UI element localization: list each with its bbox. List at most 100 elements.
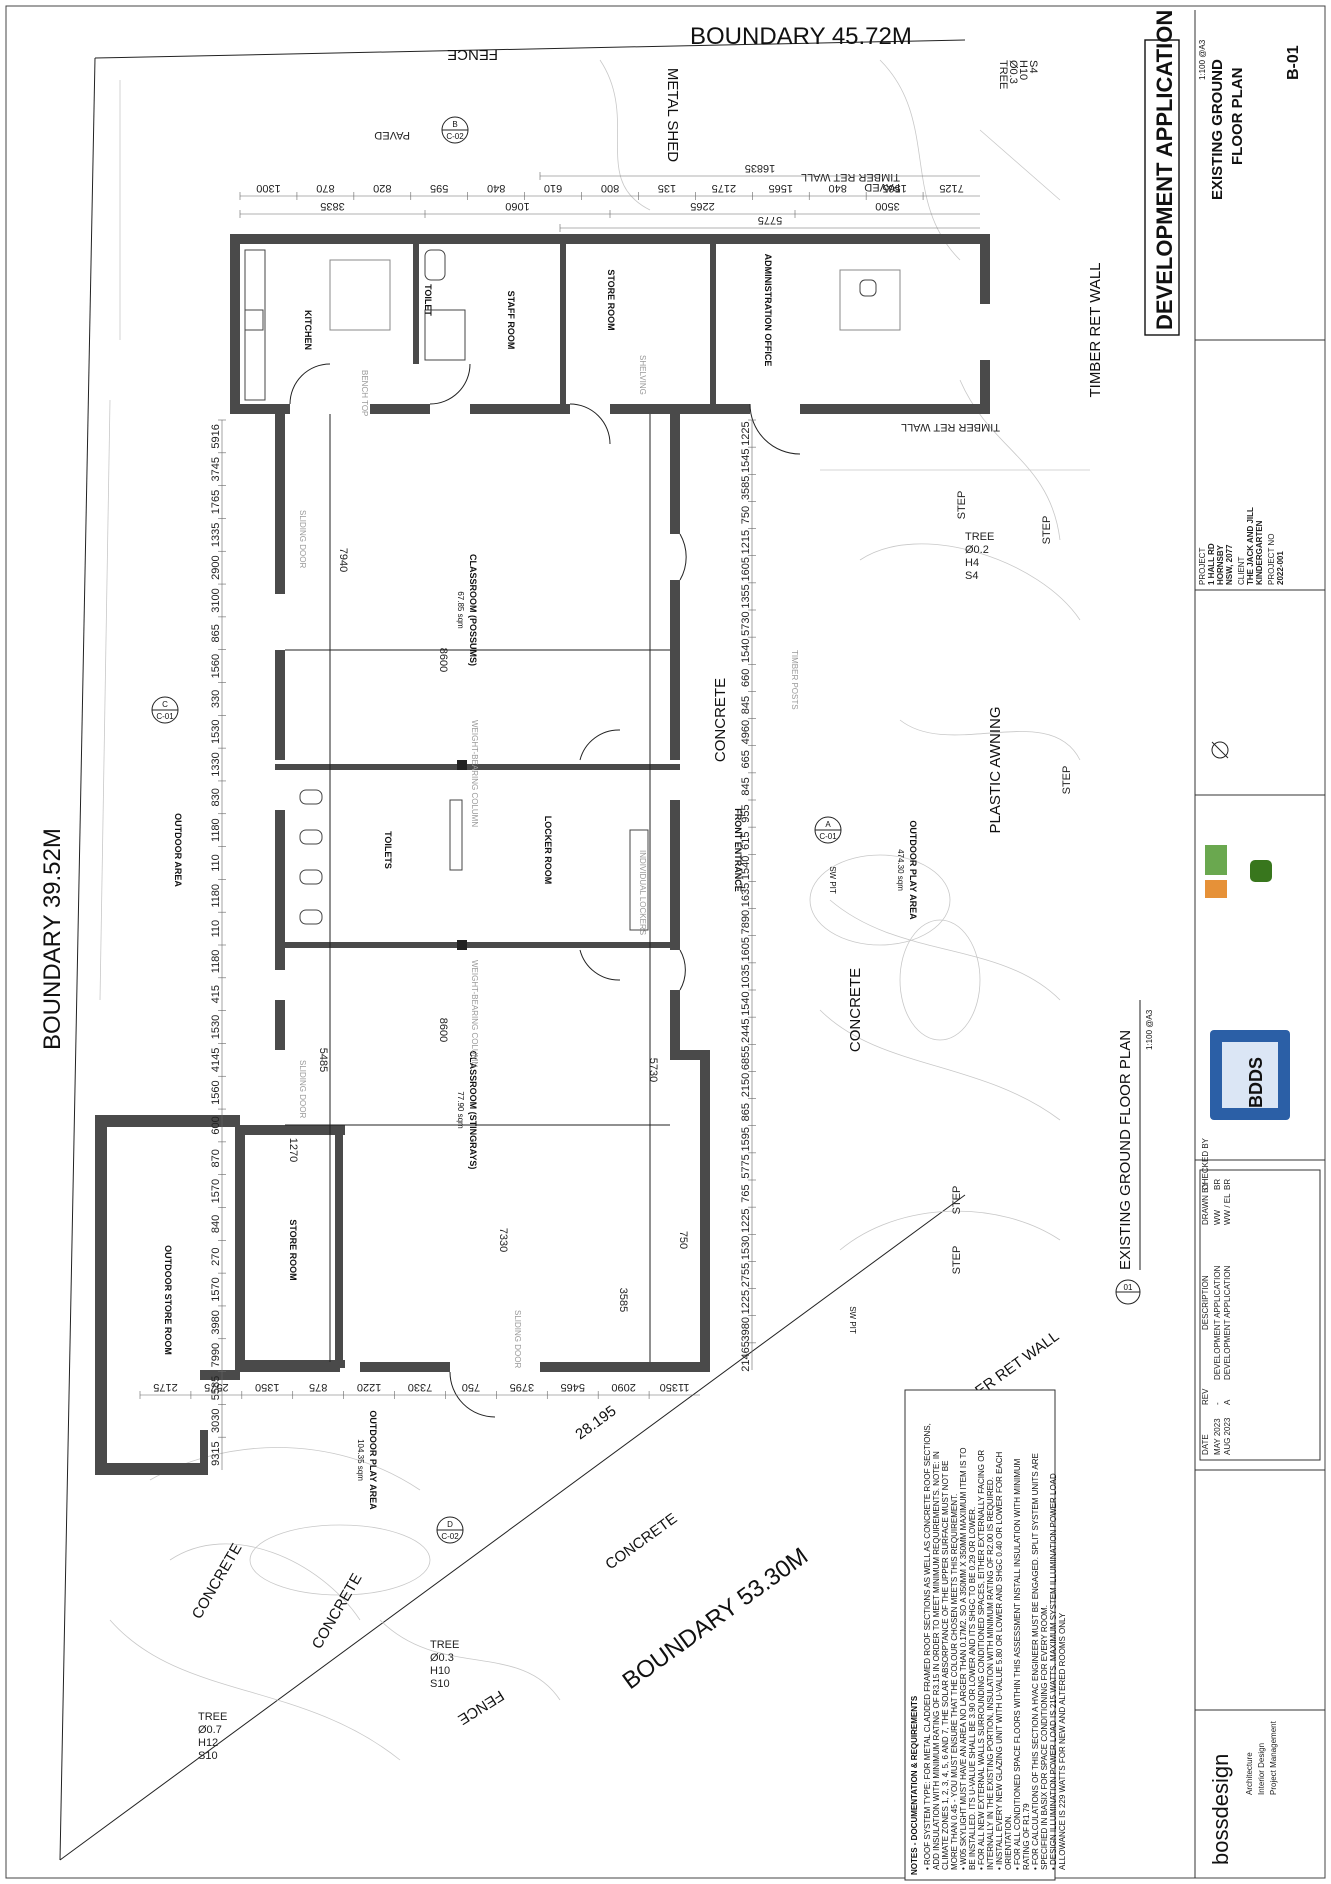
- svg-text:BR: BR: [1213, 1179, 1222, 1190]
- svg-text:CONCRETE: CONCRETE: [309, 1571, 366, 1652]
- svg-text:S10: S10: [430, 1678, 450, 1690]
- dim-label: 1330: [210, 752, 222, 776]
- dim-label: 4960: [740, 720, 752, 744]
- svg-text:FENCE: FENCE: [455, 1687, 507, 1728]
- dim-label: 875: [309, 1381, 327, 1393]
- dim-label: 4145: [210, 1048, 222, 1072]
- interior-dim-label: 8600: [437, 1018, 449, 1042]
- dim-label: 1565: [769, 182, 793, 194]
- svg-text:PROJECT NO: PROJECT NO: [1267, 534, 1276, 585]
- interior-dim-label: 8600: [437, 648, 449, 672]
- room-outdoor-play-large-area: 474.30 sqm: [896, 849, 905, 891]
- svg-text:STEP: STEP: [956, 491, 968, 520]
- dim-label: 2175: [712, 182, 736, 194]
- dim-label: 3500: [875, 200, 899, 212]
- svg-text:SLIDING DOOR: SLIDING DOOR: [513, 1310, 522, 1368]
- dim-label: 870: [210, 1149, 222, 1167]
- door-swings: [289, 363, 801, 1418]
- room-staff: STAFF ROOM: [506, 291, 516, 350]
- dim-label: 1570: [210, 1277, 222, 1301]
- room-front-entrance: FRONT ENTRANCE: [733, 808, 743, 892]
- dim-label: 2175: [153, 1381, 177, 1393]
- dim-label: 1300: [256, 182, 280, 194]
- svg-text:DRAWN BY: DRAWN BY: [1201, 1182, 1210, 1225]
- dim-label: 1635: [740, 883, 752, 907]
- dim-label: 1540: [740, 638, 752, 662]
- dim-label: 865: [740, 1103, 752, 1121]
- dim-label: 1765: [210, 490, 222, 514]
- svg-text:-: -: [1213, 1402, 1222, 1405]
- svg-text:DESCRIPTION: DESCRIPTION: [1201, 1275, 1210, 1330]
- note-line: SPECIFIED IN BASIX FOR SPACE CONDITIONIN…: [1040, 1605, 1049, 1870]
- dim-label: 830: [210, 788, 222, 806]
- svg-text:STEP: STEP: [951, 1186, 963, 1215]
- interior-dim-label: 7940: [337, 548, 349, 572]
- sheet-scale: 1:100 @A3: [1198, 39, 1207, 80]
- svg-text:H12: H12: [198, 1737, 218, 1749]
- svg-text:FENCE: FENCE: [447, 46, 498, 63]
- svg-text:S4: S4: [965, 570, 978, 582]
- dim-label: 16835: [745, 162, 776, 174]
- dim-label: 5916: [210, 424, 222, 448]
- svg-text:SLIDING DOOR: SLIDING DOOR: [298, 1060, 307, 1118]
- dim-label: 595: [430, 182, 448, 194]
- dim-label: 1215: [740, 530, 752, 554]
- room-outdoor-area: OUTDOOR AREA: [173, 813, 183, 887]
- dim-label: 1560: [210, 1080, 222, 1104]
- interior-dim-label: 7330: [497, 1228, 509, 1252]
- svg-text:CONCRETE: CONCRETE: [602, 1510, 680, 1573]
- svg-text:H10: H10: [1017, 60, 1029, 80]
- svg-text:WEIGHT-BEARING COLUMN: WEIGHT-BEARING COLUMN: [470, 960, 479, 1067]
- site-boundary: [59, 39, 966, 1861]
- svg-text:SW PIT: SW PIT: [848, 1306, 857, 1334]
- dim-label: 1545: [740, 448, 752, 472]
- svg-text:BENCH TOP: BENCH TOP: [360, 370, 369, 416]
- svg-text:S4: S4: [1027, 60, 1039, 73]
- svg-text:METAL SHED: METAL SHED: [664, 68, 681, 162]
- dim-label: 665: [740, 750, 752, 768]
- note-line: BE INSTALLED. ITS U-VALUE SHALL BE 3.90 …: [968, 1507, 977, 1870]
- dim-label: 3745: [210, 457, 222, 481]
- note-line: • DESIGN ILLUMINATION POWER LOAD IS 215 …: [1049, 1473, 1058, 1870]
- dim-label: 840: [487, 182, 505, 194]
- svg-text:STEP: STEP: [1061, 766, 1073, 795]
- dim-label: 9315: [210, 1441, 222, 1465]
- svg-text:C-01: C-01: [156, 712, 174, 721]
- svg-text:EXISTING GROUND FLOOR PLAN: EXISTING GROUND FLOOR PLAN: [1117, 1030, 1134, 1270]
- sheet-title-1: EXISTING GROUND: [1209, 59, 1226, 200]
- dim-label: 600: [210, 1116, 222, 1134]
- svg-text:WW: WW: [1213, 1209, 1222, 1225]
- dim-label: 750: [462, 1381, 480, 1393]
- svg-text:C-02: C-02: [441, 1532, 459, 1541]
- note-line: • ROOF SYSTEM TYPE: FOR METAL CLADDED FR…: [923, 1423, 932, 1870]
- room-labels: KITCHEN TOILET STAFF ROOM STORE ROOM ADM…: [163, 254, 918, 1511]
- dim-label: 1180: [210, 818, 222, 842]
- dim-label: 955: [740, 804, 752, 822]
- svg-text:SW PIT: SW PIT: [828, 866, 837, 894]
- dim-label: 110: [210, 854, 222, 872]
- dim-label: 845: [740, 777, 752, 795]
- dim-label: 3030: [210, 1409, 222, 1433]
- title-block: DEVELOPMENT APPLICATION EXISTING GROUND …: [1144, 10, 1325, 1878]
- dim-label: 870: [316, 182, 334, 194]
- drawing-number: B-01: [1285, 45, 1302, 80]
- svg-text:Architecture: Architecture: [1245, 1752, 1254, 1795]
- svg-text:SLIDING DOOR: SLIDING DOOR: [298, 510, 307, 568]
- section-marker-a: A C-01: [814, 816, 842, 844]
- svg-text:DEVELOPMENT APPLICATION: DEVELOPMENT APPLICATION: [1213, 1265, 1222, 1380]
- bdd-logo: [1205, 845, 1272, 898]
- sheet-title-2: FLOOR PLAN: [1229, 68, 1246, 166]
- interior-dim-label: 3585: [617, 1288, 629, 1312]
- svg-text:28.195: 28.195: [572, 1403, 619, 1444]
- dim-label: 1180: [210, 950, 222, 974]
- section-marker-b: B C-02: [441, 116, 469, 144]
- svg-text:1:100 @A3: 1:100 @A3: [1145, 1009, 1154, 1050]
- svg-text:Ø0.3: Ø0.3: [430, 1652, 454, 1664]
- svg-text:A: A: [825, 820, 831, 829]
- svg-text:NOTES - DOCUMENTATION & REQUIR: NOTES - DOCUMENTATION & REQUIREMENTS: [910, 1695, 919, 1875]
- svg-text:NSW, 2077: NSW, 2077: [1225, 544, 1234, 585]
- note-line: CLIMATE ZONES 1, 2, 3, 4, 5, 6 AND 7, TH…: [941, 1461, 950, 1870]
- boundary-west-label: BOUNDARY 39.52M: [39, 828, 66, 1050]
